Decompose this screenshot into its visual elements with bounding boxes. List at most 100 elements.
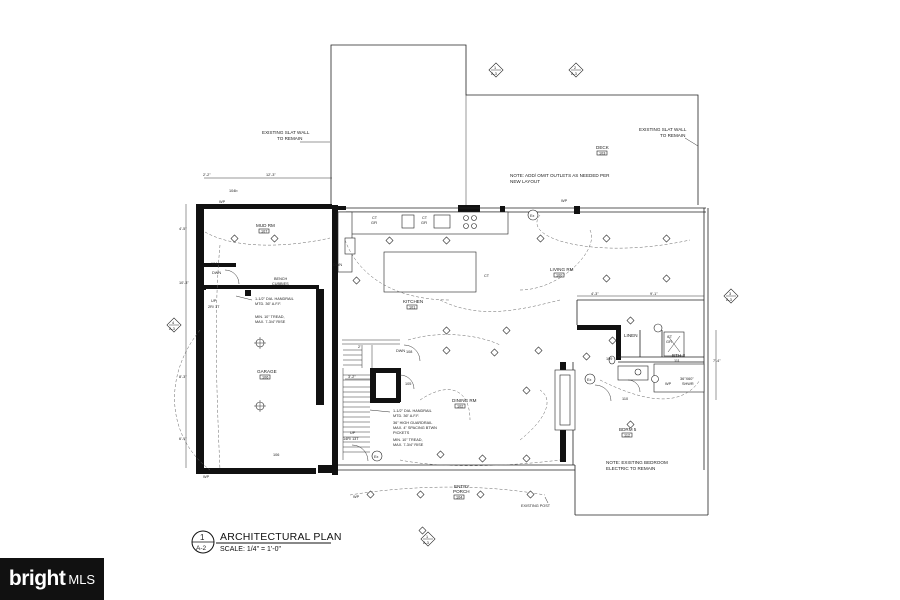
ct-bath-sub: GFI bbox=[666, 340, 672, 344]
wp-label-bath: WP bbox=[665, 382, 672, 386]
dim-2: 2' bbox=[358, 345, 361, 349]
bench-label: BENCH bbox=[274, 277, 288, 281]
entry-tag: 104 bbox=[456, 496, 462, 500]
outlets-note-2: NEW LAYOUT bbox=[510, 179, 540, 184]
bdrm5-tag: 112 bbox=[624, 434, 630, 438]
dim-9-1: 9'-1" bbox=[650, 292, 658, 296]
bth3-tag: 111 bbox=[674, 359, 680, 363]
ct-gfi-right-label: CT bbox=[422, 216, 428, 220]
linen-label: LINEN bbox=[624, 333, 638, 338]
dim-10-3: 10'-3" bbox=[179, 281, 189, 285]
dim-8-3: 8'-3" bbox=[179, 375, 187, 379]
slat-wall-right-note: EXISTING SLAT WALL bbox=[639, 127, 687, 132]
dimension-labels: 2'-2" 12'-3" 4'-5" 10'-3" 8'-3" 6'-1" 3'… bbox=[179, 173, 721, 441]
wp-label-deck: WP bbox=[561, 199, 568, 203]
kitchen-label: KITCHEN bbox=[403, 299, 423, 304]
wp-label-porch: WP bbox=[353, 495, 360, 499]
handrail-note-2b: MTD. 36" A.F.F. bbox=[393, 414, 419, 418]
existing-post-note: EXISTING POST bbox=[521, 504, 551, 508]
section-markers: 1 A-3 2 A-3 4 A-3 3 A-3 1 A-3 bbox=[166, 62, 739, 547]
mud-rm-label: MUD RM bbox=[256, 223, 275, 228]
outlets-note: NOTE: ADD/ OMIT OUTLETS AS NEEDED PER bbox=[510, 173, 610, 178]
section-num-bottom: 1 bbox=[426, 535, 428, 539]
guardrail-note: 36" HIGH GUARDRAIL bbox=[393, 421, 432, 425]
guardrail-note-b: MAX. 4" SPACING BTWN bbox=[393, 426, 437, 430]
bdrm5-label: BDRM 5 bbox=[619, 427, 637, 432]
deck-label: DECK bbox=[596, 145, 610, 150]
tag-105: 105 bbox=[405, 382, 411, 386]
garage-label: GARAGE bbox=[257, 369, 277, 374]
dim-6-1: 6'-1" bbox=[179, 437, 187, 441]
dimension-lines bbox=[185, 177, 717, 468]
section-ref-top-left: A-3 bbox=[491, 72, 497, 76]
slat-wall-left-note-2: TO REMAIN bbox=[277, 136, 302, 141]
entry-label: ENTRY bbox=[454, 484, 470, 489]
slat-wall-left-note: EXISTING SLAT WALL bbox=[262, 130, 310, 135]
tag-104b: 104b bbox=[229, 189, 237, 193]
handrail-note-1b: MTD. 36" A.F.F. bbox=[255, 302, 281, 306]
tag-108: 108 bbox=[406, 350, 412, 354]
deck-tag: 103 bbox=[599, 152, 605, 156]
slat-wall-right-note-2: TO REMAIN bbox=[660, 133, 685, 138]
section-num-left: 4 bbox=[172, 321, 174, 325]
ct-gfi-right-sub: GFI bbox=[421, 221, 427, 225]
tag-110: 110 bbox=[622, 397, 628, 401]
tread-note-1: MIN. 10" TREAD, bbox=[255, 315, 285, 319]
bth3-label: BTH 3 bbox=[672, 353, 685, 358]
up-count-stair: 14R/ 13T bbox=[343, 437, 359, 441]
shower-label: SHWR bbox=[682, 382, 694, 386]
bath-fixtures bbox=[554, 331, 705, 431]
tag-109: 109 bbox=[606, 357, 612, 361]
door-swings bbox=[224, 269, 641, 462]
drawing-notes: EXISTING SLAT WALL TO REMAIN EXISTING SL… bbox=[235, 127, 699, 508]
stairs bbox=[342, 339, 400, 460]
title-block: 1 A-2 ARCHITECTURAL PLAN SCALE: 1/4" = 1… bbox=[191, 530, 342, 554]
section-num-top-right: 2 bbox=[574, 66, 576, 70]
dining-rm-label: DINING RM bbox=[452, 398, 477, 403]
tread-note-2b: MAX. 7-3/4" RISE bbox=[393, 443, 424, 447]
up-label-stair: UP bbox=[350, 431, 356, 435]
light-fixtures bbox=[230, 209, 671, 535]
section-num-top-left: 1 bbox=[494, 66, 496, 70]
section-ref-right: A-3 bbox=[726, 298, 732, 302]
kitchen-tag: 101 bbox=[409, 306, 415, 310]
drawing-number: 1 bbox=[200, 533, 205, 542]
exterior-walls bbox=[196, 204, 709, 516]
ct-island-label: CT bbox=[484, 274, 490, 278]
dim-2-2: 2'-2" bbox=[203, 173, 211, 177]
garage-tag: 106 bbox=[262, 376, 268, 380]
dim-3-2: 3'-2" bbox=[348, 375, 356, 379]
ex-label-deck: Ex bbox=[530, 214, 535, 218]
dining-rm-tag: 102 bbox=[457, 405, 463, 409]
drawing-title: ARCHITECTURAL PLAN bbox=[220, 531, 342, 543]
ct-gfi-left-label: CT bbox=[372, 216, 378, 220]
electrical-circuits bbox=[174, 214, 701, 496]
drawing-scale: SCALE: 1/4" = 1'-0" bbox=[220, 546, 281, 553]
watermark-brand: bright bbox=[8, 567, 66, 590]
bedroom-note: NOTE: EXISTING BEDROOM bbox=[606, 460, 668, 465]
section-num-right: 3 bbox=[729, 292, 731, 296]
porch-label: PORCH bbox=[453, 489, 470, 494]
handrail-note-1: 1-1/2" DIA. HANDRAIL bbox=[255, 297, 294, 301]
up-label-garage: UP bbox=[211, 299, 217, 303]
brightmls-watermark: bright MLS bbox=[0, 558, 104, 600]
wp-label-mud: WP bbox=[219, 200, 226, 204]
tread-note-1b: MAX. 7-3/4" RISE bbox=[255, 320, 286, 324]
sheet-number: A-2 bbox=[196, 545, 207, 552]
dim-4-5: 4'-5" bbox=[179, 227, 187, 231]
dwn-label-kitchen: DWN bbox=[333, 263, 342, 267]
dim-7-4: 7'-4" bbox=[713, 359, 721, 363]
ct-bath-label: CT bbox=[667, 335, 673, 339]
cubbies-label: CUBBIES bbox=[272, 282, 289, 286]
tread-note-2: MIN. 10" TREAD, bbox=[393, 438, 423, 442]
guardrail-note-c: PICKETS bbox=[393, 431, 410, 435]
section-ref-bottom: A-3 bbox=[423, 541, 429, 545]
dwn-label-stair: DWN bbox=[396, 349, 405, 353]
section-ref-top-right: A-3 bbox=[571, 72, 577, 76]
wp-label-garage: WP bbox=[203, 475, 210, 479]
garage-tag-bottom: 106 bbox=[273, 453, 279, 457]
tag-104a: 104a bbox=[211, 262, 220, 266]
up-count-garage: 2R/ 1T bbox=[208, 305, 220, 309]
bedroom-note-2: ELECTRIC TO REMAIN bbox=[606, 466, 655, 471]
